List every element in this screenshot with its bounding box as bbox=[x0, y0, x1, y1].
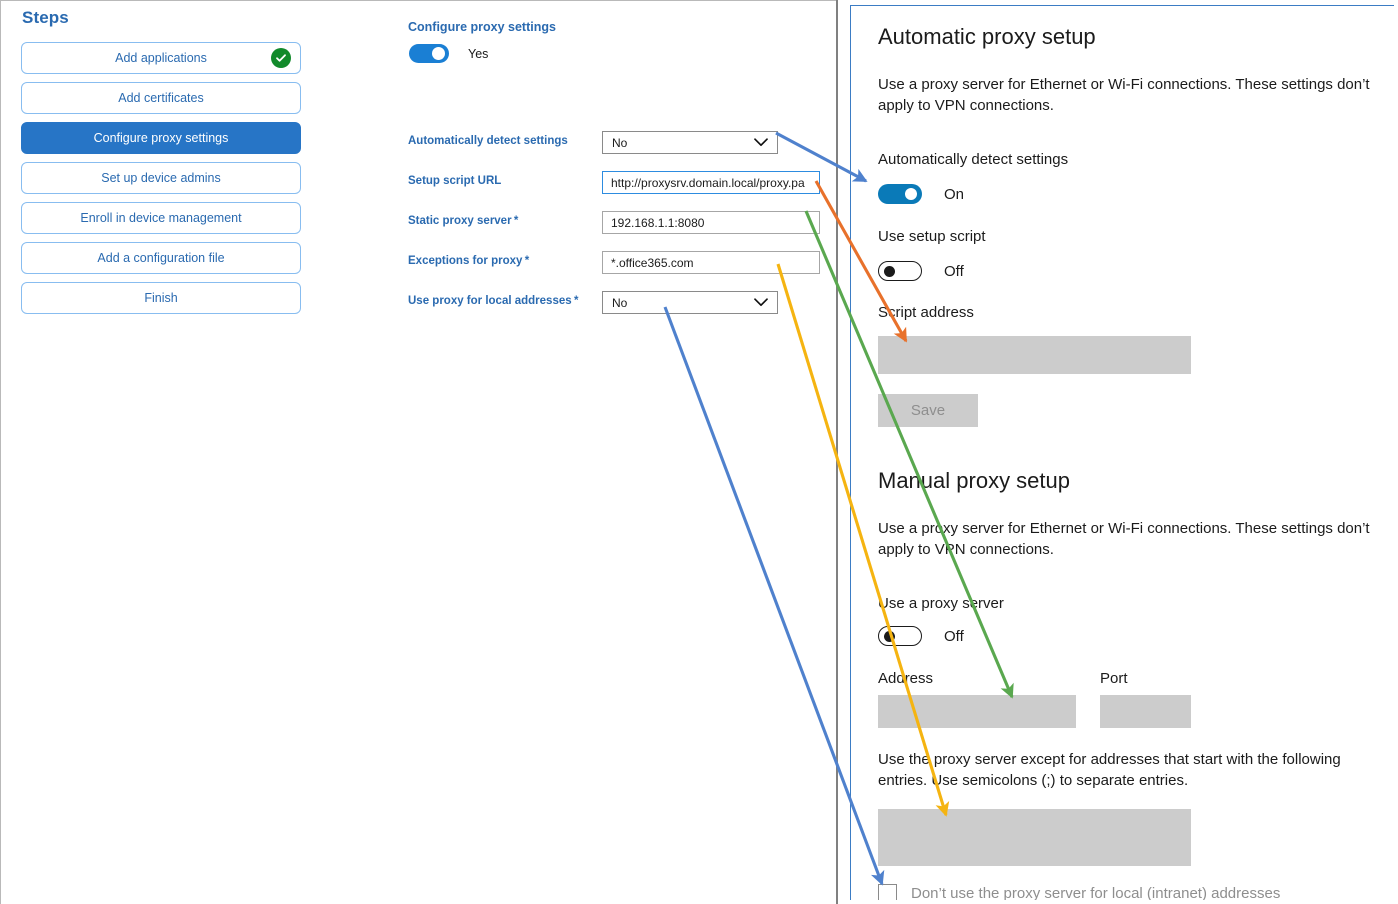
required-asterisk: * bbox=[522, 255, 530, 267]
frame-top-border bbox=[0, 0, 836, 1]
form-row-label: Automatically detect settings bbox=[408, 135, 568, 147]
use-setup-script-toggle-row[interactable]: Off bbox=[878, 261, 964, 281]
form-panel-title: Configure proxy settings bbox=[408, 20, 556, 34]
chevron-down-icon[interactable] bbox=[754, 294, 768, 312]
use-a-proxy-server-toggle-row[interactable]: Off bbox=[878, 626, 964, 646]
script-address-input[interactable] bbox=[878, 336, 1191, 374]
step-item-label: Finish bbox=[144, 291, 178, 305]
step-item-1[interactable]: Add certificates bbox=[21, 82, 301, 114]
toggle-knob bbox=[884, 631, 895, 642]
bypass-local-addresses-row[interactable]: Don’t use the proxy server for local (in… bbox=[878, 884, 1280, 900]
configure-proxy-toggle-value: Yes bbox=[468, 46, 489, 61]
form-row-label-text: Automatically detect settings bbox=[408, 135, 568, 147]
toggle-knob bbox=[884, 266, 895, 277]
use-a-proxy-server-toggle[interactable] bbox=[878, 626, 922, 646]
automatically-detect-settings-toggle-row[interactable]: On bbox=[878, 184, 964, 204]
form-row-3: Exceptions for proxy * *.office365.com bbox=[408, 251, 828, 291]
port-input[interactable] bbox=[1100, 695, 1191, 728]
bypass-local-addresses-label: Don’t use the proxy server for local (in… bbox=[911, 885, 1281, 900]
form-row-label-text: Static proxy server bbox=[408, 215, 512, 227]
text-input-value: http://proxysrv.domain.local/proxy.pa bbox=[611, 175, 805, 190]
frame-left-border bbox=[0, 0, 1, 904]
required-asterisk: * bbox=[511, 215, 519, 227]
steps-panel-title: Steps bbox=[22, 8, 69, 27]
chevron-down-icon[interactable] bbox=[754, 134, 768, 152]
panel-divider bbox=[836, 0, 838, 904]
proxy-exceptions-input[interactable] bbox=[878, 809, 1191, 866]
bypass-local-addresses-checkbox[interactable] bbox=[878, 884, 897, 900]
address-label: Address bbox=[878, 670, 934, 687]
use-a-proxy-server-label: Use a proxy server bbox=[878, 595, 1004, 612]
automatically-detect-settings-state: On bbox=[944, 185, 965, 203]
form-row-label-text: Setup script URL bbox=[408, 175, 502, 187]
use-setup-script-toggle[interactable] bbox=[878, 261, 922, 281]
form-row-label: Exceptions for proxy * bbox=[408, 255, 529, 267]
step-item-0[interactable]: Add applications bbox=[21, 42, 301, 74]
form-row-label-text: Exceptions for proxy bbox=[408, 255, 523, 267]
form-row-label: Static proxy server * bbox=[408, 215, 518, 227]
step-item-label: Enroll in device management bbox=[80, 211, 242, 225]
automatically-detect-settings-toggle[interactable] bbox=[878, 184, 922, 204]
toggle-knob bbox=[432, 47, 445, 60]
toggle-knob bbox=[905, 188, 917, 200]
step-item-label: Add a configuration file bbox=[97, 251, 225, 265]
select-value: No bbox=[612, 135, 628, 150]
form-row-2: Static proxy server * 192.168.1.1:8080 bbox=[408, 211, 828, 251]
form-row-control: No bbox=[602, 131, 778, 154]
step-item-label: Add applications bbox=[115, 51, 207, 65]
form-row-label: Setup script URL bbox=[408, 175, 501, 187]
form-row-control: 192.168.1.1:8080 bbox=[602, 211, 820, 234]
windows-settings-panel: Automatic proxy setup Use a proxy server… bbox=[850, 5, 1394, 900]
form-row-label: Use proxy for local addresses * bbox=[408, 295, 578, 307]
select-0[interactable]: No bbox=[602, 131, 778, 154]
step-item-2[interactable]: Configure proxy settings bbox=[21, 122, 301, 154]
form-row-1: Setup script URL http://proxysrv.domain.l… bbox=[408, 171, 828, 211]
form-row-0: Automatically detect settings No bbox=[408, 131, 828, 171]
configure-proxy-toggle[interactable] bbox=[409, 44, 449, 63]
select-value: No bbox=[612, 295, 628, 310]
automatic-proxy-description: Use a proxy server for Ethernet or Wi-Fi… bbox=[878, 76, 1370, 115]
manual-proxy-description: Use a proxy server for Ethernet or Wi-Fi… bbox=[878, 520, 1370, 559]
text-input-2[interactable]: 192.168.1.1:8080 bbox=[602, 211, 820, 234]
save-button[interactable]: Save bbox=[878, 394, 978, 427]
step-item-6[interactable]: Finish bbox=[21, 282, 301, 314]
step-item-label: Configure proxy settings bbox=[93, 131, 229, 145]
form-row-control: *.office365.com bbox=[602, 251, 820, 274]
required-asterisk: * bbox=[571, 295, 579, 307]
select-4[interactable]: No bbox=[602, 291, 778, 314]
address-input[interactable] bbox=[878, 695, 1076, 728]
form-row-4: Use proxy for local addresses * No bbox=[408, 291, 828, 331]
step-item-4[interactable]: Enroll in device management bbox=[21, 202, 301, 234]
use-setup-script-state: Off bbox=[944, 262, 964, 280]
proxy-exceptions-description: Use the proxy server except for addresse… bbox=[878, 751, 1341, 790]
text-input-value: *.office365.com bbox=[611, 255, 694, 270]
text-input-value: 192.168.1.1:8080 bbox=[611, 215, 705, 230]
script-address-label: Script address bbox=[878, 304, 974, 321]
form-row-label-text: Use proxy for local addresses bbox=[408, 295, 572, 307]
manual-proxy-heading: Manual proxy setup bbox=[878, 468, 1070, 493]
step-item-5[interactable]: Add a configuration file bbox=[21, 242, 301, 274]
step-item-label: Set up device admins bbox=[101, 171, 221, 185]
use-setup-script-label: Use setup script bbox=[878, 228, 986, 245]
automatic-proxy-heading: Automatic proxy setup bbox=[878, 24, 1096, 49]
check-icon bbox=[271, 48, 291, 68]
automatically-detect-settings-label: Automatically detect settings bbox=[878, 151, 1069, 168]
text-input-3[interactable]: *.office365.com bbox=[602, 251, 820, 274]
use-a-proxy-server-state: Off bbox=[944, 627, 964, 645]
step-item-3[interactable]: Set up device admins bbox=[21, 162, 301, 194]
text-input-1[interactable]: http://proxysrv.domain.local/proxy.pa bbox=[602, 171, 820, 194]
configure-proxy-toggle-row[interactable]: Yes bbox=[409, 44, 488, 63]
form-row-control: http://proxysrv.domain.local/proxy.pa bbox=[602, 171, 820, 194]
step-item-label: Add certificates bbox=[118, 91, 204, 105]
form-row-control: No bbox=[602, 291, 778, 314]
port-label: Port bbox=[1100, 670, 1128, 687]
windows-settings-content: Automatic proxy setup Use a proxy server… bbox=[878, 6, 1394, 900]
